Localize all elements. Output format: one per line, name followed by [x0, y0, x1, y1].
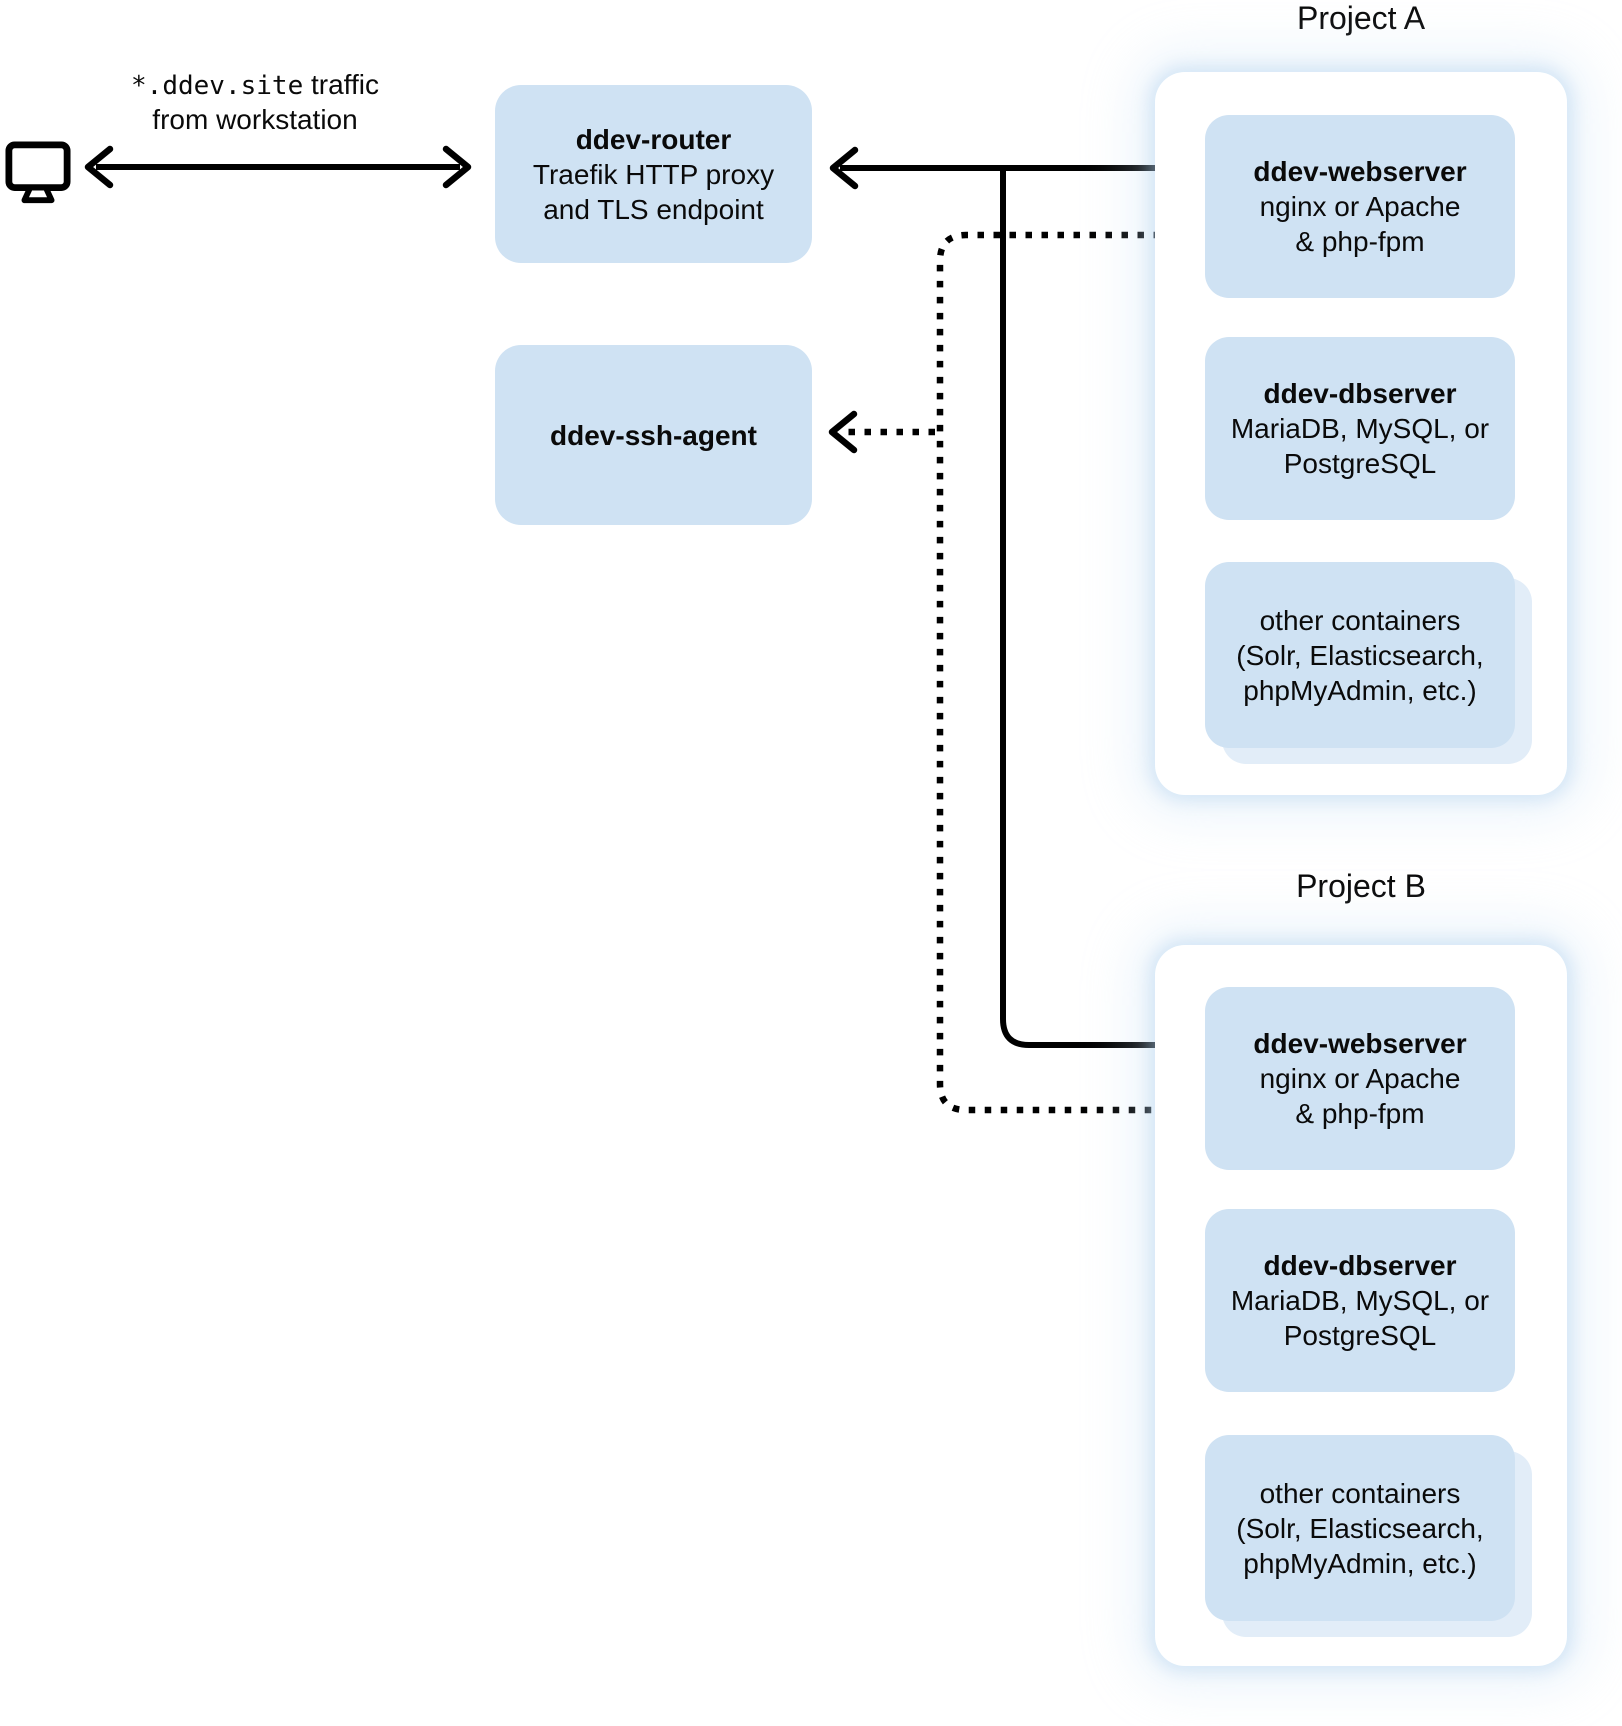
- ssh-agent-dotted-routes: [828, 213, 1190, 1132]
- project-b-card: ddev-webserver nginx or Apache & php-fpm…: [1155, 945, 1567, 1666]
- router-desc1: Traefik HTTP proxy: [532, 158, 775, 190]
- dbserver-desc2: PostgreSQL: [1283, 1320, 1437, 1351]
- project-a-webserver-box: ddev-webserver nginx or Apache & php-fpm: [1205, 115, 1515, 298]
- ddev-router-box: ddev-router Traefik HTTP proxy and TLS e…: [495, 85, 812, 263]
- project-a-other-containers: other containers (Solr, Elasticsearch, p…: [1205, 562, 1532, 764]
- traffic-label-line2: from workstation: [152, 104, 358, 135]
- workstation-monitor-icon: [5, 141, 71, 204]
- other-line3: phpMyAdmin, etc.): [1243, 1547, 1477, 1579]
- project-a-other-containers-box: other containers (Solr, Elasticsearch, p…: [1205, 562, 1515, 748]
- dbserver-desc1: MariaDB, MySQL, or: [1230, 413, 1490, 444]
- other-line2: (Solr, Elasticsearch,: [1236, 639, 1484, 671]
- project-b-webserver-box: ddev-webserver nginx or Apache & php-fpm: [1205, 987, 1515, 1170]
- webserver-desc1: nginx or Apache: [1259, 1063, 1461, 1094]
- router-webserver-b-branch: [1000, 168, 1172, 1048]
- webserver-desc2: & php-fpm: [1295, 1098, 1425, 1129]
- project-a-card: ddev-webserver nginx or Apache & php-fpm…: [1155, 72, 1567, 795]
- project-b-other-containers: other containers (Solr, Elasticsearch, p…: [1205, 1435, 1532, 1637]
- ssh-agent-name: ddev-ssh-agent: [550, 419, 757, 451]
- dbserver-desc2: PostgreSQL: [1283, 448, 1437, 479]
- project-b-other-containers-box: other containers (Solr, Elasticsearch, p…: [1205, 1435, 1515, 1621]
- dbserver-name: ddev-dbserver: [1263, 1250, 1457, 1281]
- traffic-label-line1: *.ddev.site traffic: [131, 69, 379, 101]
- router-desc2: and TLS endpoint: [543, 193, 764, 225]
- workstation-router-arrow: [84, 145, 472, 189]
- ddev-ssh-agent-box: ddev-ssh-agent: [495, 345, 812, 525]
- dbserver-desc1: MariaDB, MySQL, or: [1230, 1285, 1490, 1316]
- other-line3: phpMyAdmin, etc.): [1243, 674, 1477, 706]
- webserver-desc1: nginx or Apache: [1259, 191, 1461, 222]
- other-line2: (Solr, Elasticsearch,: [1236, 1512, 1484, 1544]
- project-b-title: Project B: [1296, 868, 1426, 904]
- workstation-traffic-label: *.ddev.site traffic from workstation: [70, 68, 440, 137]
- dbserver-name: ddev-dbserver: [1263, 378, 1457, 409]
- project-a-dbserver-box: ddev-dbserver MariaDB, MySQL, or Postgre…: [1205, 337, 1515, 520]
- router-name: ddev-router: [575, 123, 732, 155]
- router-webserver-solid-routes: [829, 146, 1191, 1067]
- wildcard-hostname-text: *.ddev.site: [131, 71, 304, 101]
- project-a-title: Project A: [1296, 0, 1426, 36]
- webserver-name: ddev-webserver: [1253, 156, 1467, 187]
- webserver-name: ddev-webserver: [1253, 1028, 1467, 1059]
- webserver-desc2: & php-fpm: [1295, 226, 1425, 257]
- other-line1: other containers: [1259, 1477, 1461, 1509]
- other-line1: other containers: [1259, 604, 1461, 636]
- project-b-dbserver-box: ddev-dbserver MariaDB, MySQL, or Postgre…: [1205, 1209, 1515, 1392]
